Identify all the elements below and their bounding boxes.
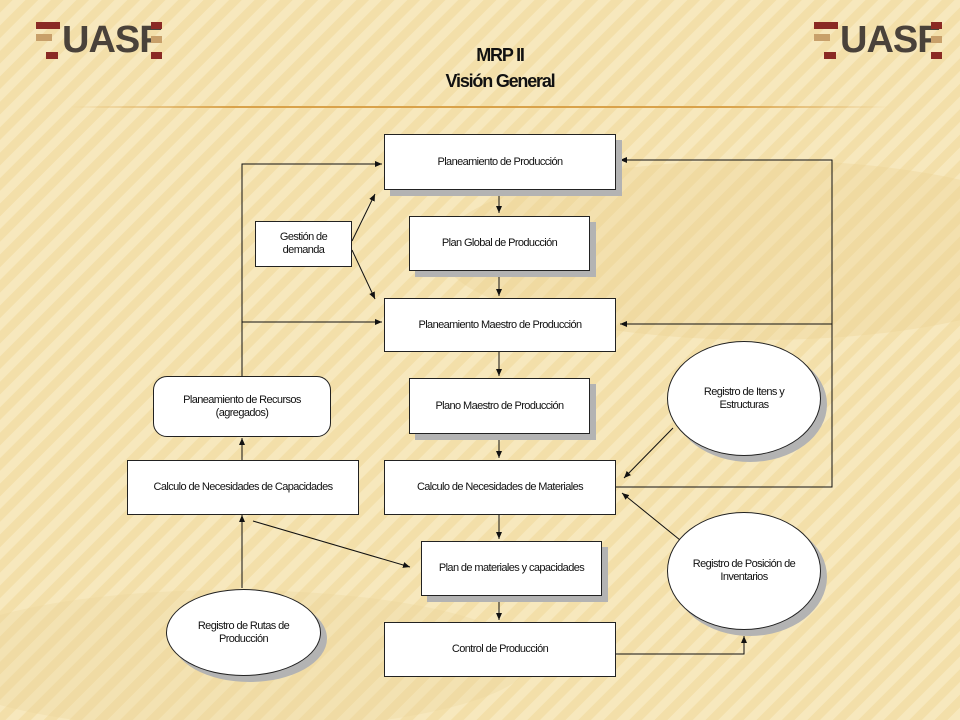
logo-text: UASF (840, 19, 940, 61)
node-control-produccion: Control de Producción (384, 622, 616, 677)
arrow-demanda-to-pp (351, 193, 376, 242)
arrow-demanda-to-maestro (351, 249, 376, 300)
node-registro-itens: Registro de Itens y Estructuras (667, 341, 821, 456)
node-calculo-materiales: Calculo de Necesidades de Materiales (384, 460, 616, 515)
node-gestion-demanda: Gestión de demanda (255, 221, 352, 267)
arrow-rutas-to-plan-mat (252, 520, 411, 568)
node-registro-rutas: Registro de Rutas de Producción (166, 589, 321, 676)
title-divider (70, 106, 890, 108)
node-plano-maestro: Plano Maestro de Producción (409, 378, 590, 434)
arrow-itens-to-calculo (623, 427, 674, 479)
node-planeamiento-maestro: Planeamiento Maestro de Producción (384, 298, 616, 352)
node-calculo-capacidades: Calculo de Necesidades de Capacidades (127, 460, 359, 515)
arrow-posicion-to-calculo (621, 492, 681, 541)
arrow-control-to-posicion (616, 636, 747, 655)
title-line-1: MRP II (476, 45, 525, 65)
uasf-logo-right: UASF (814, 18, 944, 62)
logo-text: UASF (62, 19, 162, 61)
node-plan-materiales: Plan de materiales y capacidades (421, 541, 602, 596)
node-planeamiento-recursos: Planeamiento de Recursos (agregados) (153, 376, 331, 437)
uasf-logo-left: UASF (36, 18, 164, 62)
node-planeamiento-produccion: Planeamiento de Producción (384, 134, 616, 190)
node-plan-global: Plan Global de Producción (409, 216, 590, 271)
node-registro-posicion: Registro de Posición de Inventarios (667, 512, 821, 630)
title-line-2: Visión General (445, 71, 556, 91)
arrow-recursos-to-pp (241, 161, 382, 376)
